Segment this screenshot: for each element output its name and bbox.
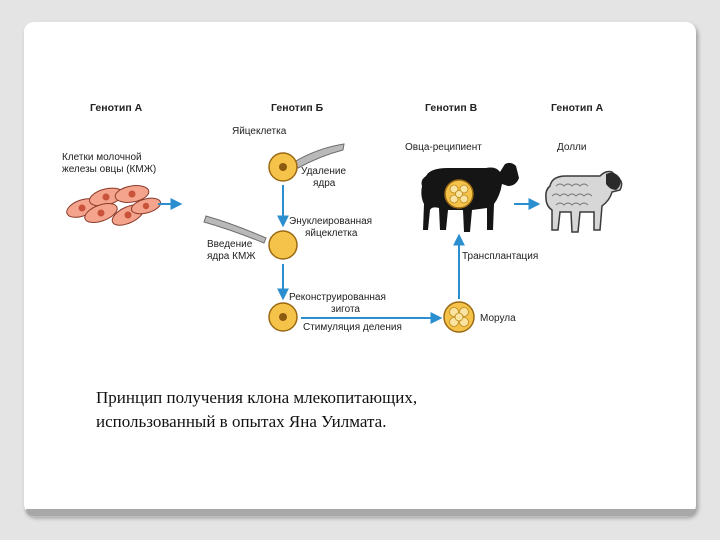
recipient-sheep-icon bbox=[421, 162, 519, 232]
label-dolly: Долли bbox=[557, 142, 586, 153]
slide-bottom-bar bbox=[26, 509, 696, 516]
reconstructed-zygote bbox=[268, 302, 298, 332]
label-mammary-cells-2: железы овцы (КМЖ) bbox=[62, 164, 156, 175]
label-enucleated-2: яйцеклетка bbox=[305, 228, 358, 239]
header-genotype-a-left: Генотип А bbox=[90, 102, 143, 114]
header-genotype-v: Генотип В bbox=[425, 102, 478, 114]
label-morula: Морула bbox=[480, 313, 516, 324]
label-nucleus-insertion-2: ядра КМЖ bbox=[207, 251, 256, 262]
label-division-stimulation: Стимуляция деления bbox=[303, 322, 402, 333]
slide-caption: Принцип получения клона млекопитающих, и… bbox=[96, 386, 656, 434]
caption-line-1: Принцип получения клона млекопитающих, bbox=[96, 388, 418, 407]
label-egg-cell: Яйцеклетка bbox=[232, 126, 287, 137]
label-nucleus-removal-2: ядра bbox=[313, 178, 336, 189]
label-mammary-cells-1: Клетки молочной bbox=[62, 152, 142, 163]
label-reconstructed-2: зигота bbox=[331, 304, 360, 315]
egg-cell-top bbox=[268, 152, 298, 182]
dolly-sheep-icon bbox=[545, 170, 623, 233]
mammary-cell bbox=[130, 197, 162, 215]
mammary-cells-cluster bbox=[66, 185, 162, 226]
pipette-left bbox=[203, 215, 267, 244]
label-reconstructed-1: Реконструированная bbox=[289, 292, 386, 303]
mammary-cell bbox=[84, 202, 118, 224]
label-enucleated-1: Энуклеированная bbox=[289, 216, 372, 227]
enucleated-egg bbox=[268, 230, 298, 260]
label-nucleus-insertion-1: Введение bbox=[207, 239, 253, 250]
header-genotype-b: Генотип Б bbox=[271, 102, 324, 114]
header-genotype-a-right: Генотип А bbox=[551, 102, 604, 114]
slide bbox=[24, 22, 696, 515]
label-recipient-sheep: Овца-реципиент bbox=[405, 142, 482, 153]
label-transplantation: Трансплантация bbox=[462, 251, 538, 262]
morula bbox=[443, 301, 475, 333]
label-nucleus-removal-1: Удаление bbox=[301, 166, 346, 177]
caption-line-2: использованный в опытах Яна Уилмата. bbox=[96, 412, 387, 431]
mammary-cell bbox=[114, 185, 150, 203]
pipette-top bbox=[293, 143, 345, 169]
